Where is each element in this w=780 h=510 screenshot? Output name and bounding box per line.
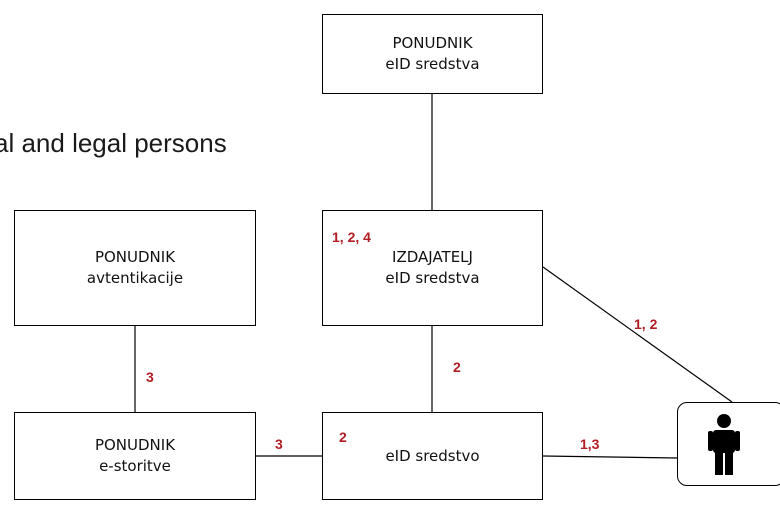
issuer-eid-line1: IZDAJATELJ (392, 248, 473, 266)
issuer-eid-box: IZDAJATELJ eID sredstva (322, 210, 543, 326)
label-means-corner: 2 (339, 429, 347, 445)
provider-eid-box: PONUDNIK eID sredstva (322, 14, 543, 94)
label-issuer-to-person: 1, 2 (634, 316, 658, 332)
label-issuer-to-means: 2 (453, 359, 461, 375)
provider-service-line2: e-storitve (99, 457, 171, 475)
provider-eid-line1: PONUDNIK (392, 34, 473, 52)
line-issuer-to-person (542, 266, 733, 403)
line-means-to-person (542, 455, 678, 459)
eid-means-box: eID sredstvo (322, 412, 543, 500)
issuer-eid-line2: eID sredstva (385, 269, 480, 287)
label-issuer-corner: 1, 2, 4 (332, 229, 371, 245)
label-service-to-means: 3 (275, 436, 283, 452)
provider-eid-line2: eID sredstva (385, 55, 480, 73)
eid-means-line1: eID sredstvo (385, 446, 480, 465)
provider-auth-line1: PONUDNIK (94, 248, 176, 266)
provider-auth-line2: avtentikacije (86, 269, 184, 287)
provider-auth-box: PONUDNIK avtentikacije (14, 210, 256, 326)
label-means-to-person: 1,3 (580, 436, 600, 452)
background-text: al and legal persons (0, 128, 227, 158)
person-icon (708, 414, 740, 475)
label-auth-to-service: 3 (146, 369, 154, 385)
provider-service-line1: PONUDNIK (94, 436, 176, 454)
provider-service-box: PONUDNIK e-storitve (14, 412, 256, 500)
